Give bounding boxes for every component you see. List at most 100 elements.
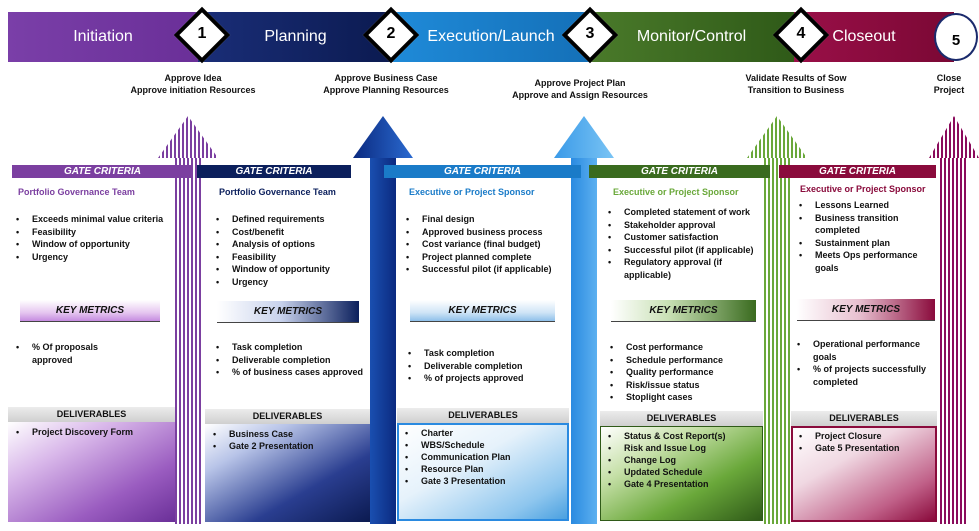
deliverables-header: DELIVERABLES xyxy=(600,411,763,426)
approval-gate-3: Approve Project Plan Approve and Assign … xyxy=(505,77,655,101)
gate-1-number: 1 xyxy=(197,25,207,42)
list-item: Successful pilot (if applicable) xyxy=(400,263,572,276)
gate-criteria-list: Final design Approved business process C… xyxy=(400,213,572,276)
list-item: Gate 3 Presentation xyxy=(399,475,567,487)
gate-criteria-header: GATE CRITERIA xyxy=(384,165,581,178)
list-item: Cost performance xyxy=(604,341,764,354)
key-metrics-list: % Of proposals approved xyxy=(10,341,120,366)
list-item: Stoplight cases xyxy=(604,391,764,404)
list-item: Business Case xyxy=(207,428,367,440)
key-metrics-header: KEY METRICS xyxy=(20,300,160,322)
phase-label: Planning xyxy=(264,28,327,45)
phase-label: Execution/Launch xyxy=(427,28,555,45)
gate-team-label: Executive or Project Sponsor xyxy=(613,187,739,197)
list-item: Customer satisfaction xyxy=(602,231,768,244)
approval-line: Approve Business Case xyxy=(334,73,438,83)
gate-criteria-list: Lessons Learned Business transition comp… xyxy=(793,199,936,274)
gate-5-circle xyxy=(934,13,978,61)
approval-line: Close xyxy=(936,73,962,83)
gate-1-arrow-icon xyxy=(158,116,218,158)
list-item: Project Closure xyxy=(793,430,936,442)
gate-2-number: 2 xyxy=(386,25,396,42)
gate-criteria-header: GATE CRITERIA xyxy=(12,165,193,178)
key-metrics-list: Task completion Deliverable completion %… xyxy=(402,347,570,385)
list-item: Exceeds minimal value criteria xyxy=(10,213,178,226)
key-metrics-header: KEY METRICS xyxy=(797,299,935,321)
list-item: Stakeholder approval xyxy=(602,219,768,232)
list-item: Task completion xyxy=(402,347,570,360)
gate-2-stripe xyxy=(370,158,396,524)
list-item: % of business cases approved xyxy=(210,366,368,379)
list-item: Charter xyxy=(399,427,567,439)
deliverables-list: Charter WBS/Schedule Communication Plan … xyxy=(399,427,567,487)
list-item: Gate 5 Presentation xyxy=(793,442,936,454)
list-item: Operational performance goals xyxy=(791,338,937,363)
approval-gate-1: Approve Idea Approve initiation Resource… xyxy=(118,72,268,96)
deliverables-list: Project Closure Gate 5 Presentation xyxy=(793,430,936,454)
deliverables-header: DELIVERABLES xyxy=(791,411,937,426)
list-item: Cost/benefit xyxy=(210,226,370,239)
list-item: Updated Schedule xyxy=(602,466,762,478)
gate-4-number: 4 xyxy=(796,25,806,42)
list-item: Defined requirements xyxy=(210,213,370,226)
approval-gate-4: Validate Results of Sow Transition to Bu… xyxy=(721,72,871,96)
list-item: % Of proposals approved xyxy=(10,341,120,366)
list-item: Change Log xyxy=(602,454,762,466)
gate-criteria-list: Defined requirements Cost/benefit Analys… xyxy=(210,213,370,288)
gate-criteria-header: GATE CRITERIA xyxy=(779,165,936,178)
phase-execution: Execution/Launch xyxy=(393,12,589,62)
list-item: Approved business process xyxy=(400,226,572,239)
list-item: Successful pilot (if applicable) xyxy=(602,244,768,257)
list-item: Task completion xyxy=(210,341,368,354)
list-item: Window of opportunity xyxy=(10,238,178,251)
list-item: Deliverable completion xyxy=(210,354,368,367)
list-item: Status & Cost Report(s) xyxy=(602,430,762,442)
approval-gate-2: Approve Business Case Approve Planning R… xyxy=(311,72,461,96)
list-item: Urgency xyxy=(210,276,370,289)
phase-label: Initiation xyxy=(73,28,133,45)
list-item: Urgency xyxy=(10,251,178,264)
list-item: Business transition completed xyxy=(793,212,936,237)
list-item: Sustainment plan xyxy=(793,237,936,250)
list-item: % of projects successfully completed xyxy=(791,363,937,388)
deliverables-box xyxy=(8,422,175,522)
gate-team-label: Portfolio Governance Team xyxy=(219,187,336,197)
approval-line: Project xyxy=(933,85,965,95)
list-item: Lessons Learned xyxy=(793,199,936,212)
key-metrics-list: Task completion Deliverable completion %… xyxy=(210,341,368,379)
gate-criteria-header: GATE CRITERIA xyxy=(197,165,351,178)
list-item: Schedule performance xyxy=(604,354,764,367)
list-item: Window of opportunity xyxy=(210,263,370,276)
gate-team-label: Executive or Project Sponsor xyxy=(409,187,535,197)
phase-label: Monitor/Control xyxy=(636,28,747,45)
list-item: Resource Plan xyxy=(399,463,567,475)
list-item: Completed statement of work xyxy=(602,206,768,219)
gate-team-label: Portfolio Governance Team xyxy=(18,187,135,197)
phase-label: Closeout xyxy=(832,28,896,45)
key-metrics-list: Operational performance goals % of proje… xyxy=(791,338,937,388)
gate-3-arrow-icon xyxy=(554,116,614,158)
key-metrics-header: KEY METRICS xyxy=(611,300,756,322)
list-item: Gate 4 Presentation xyxy=(602,478,762,490)
approval-line: Validate Results of Sow xyxy=(745,73,847,83)
deliverables-header: DELIVERABLES xyxy=(8,407,175,422)
list-item: Project Discovery Form xyxy=(10,426,175,438)
list-item: Deliverable completion xyxy=(402,360,570,373)
gate-criteria-header: GATE CRITERIA xyxy=(589,165,770,178)
list-item: Gate 2 Presentation xyxy=(207,440,367,452)
list-item: Analysis of options xyxy=(210,238,370,251)
list-item: WBS/Schedule xyxy=(399,439,567,451)
list-item: Risk/issue status xyxy=(604,379,764,392)
list-item: Feasibility xyxy=(210,251,370,264)
list-item: Project planned complete xyxy=(400,251,572,264)
gate-team-label: Executive or Project Sponsor xyxy=(800,184,926,194)
gate-5-arrow-icon xyxy=(929,116,979,158)
key-metrics-header: KEY METRICS xyxy=(217,301,359,323)
deliverables-list: Status & Cost Report(s) Risk and Issue L… xyxy=(602,430,762,490)
approval-line: Transition to Business xyxy=(747,85,845,95)
gate-1-stripe xyxy=(175,158,201,524)
approval-line: Approve Project Plan xyxy=(534,78,626,88)
approval-line: Approve Planning Resources xyxy=(323,85,449,95)
key-metrics-header: KEY METRICS xyxy=(410,300,555,322)
deliverables-header: DELIVERABLES xyxy=(397,408,569,423)
